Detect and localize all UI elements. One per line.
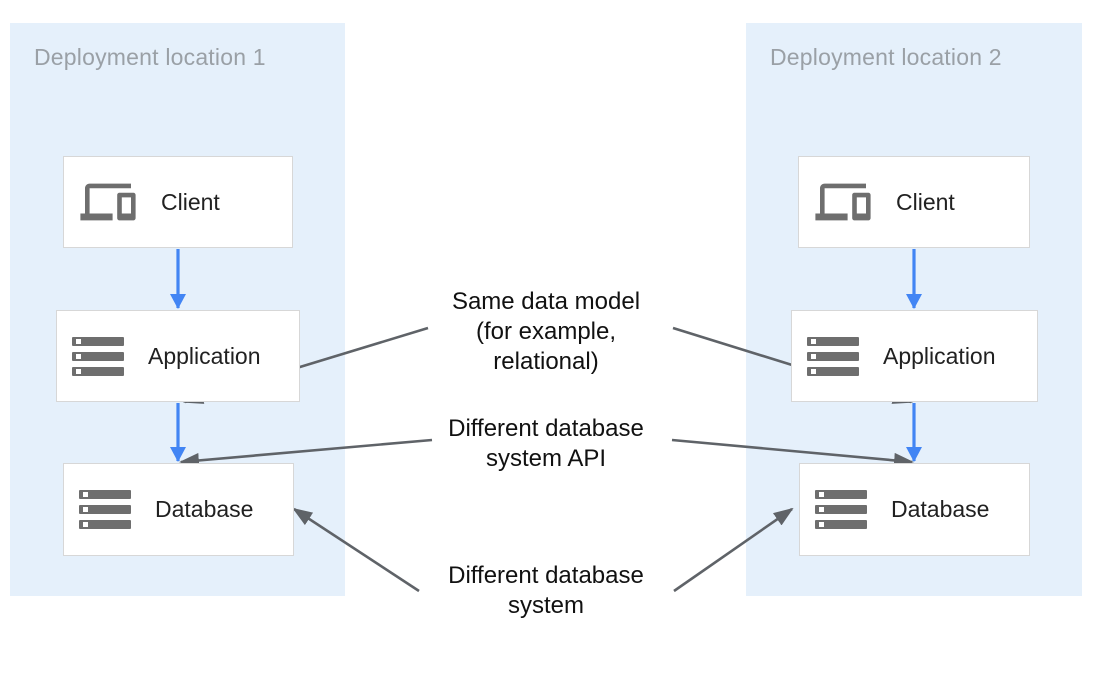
annotation-different-database-system: Different database system	[396, 561, 696, 621]
annotation-line: Different database	[448, 562, 644, 589]
annotation-line: system	[507, 592, 584, 619]
client-node-right: Client	[798, 156, 1030, 248]
panel-title-1: Deployment location 1	[34, 44, 266, 70]
node-label: Database	[155, 496, 254, 522]
database-node-right: Database	[799, 463, 1030, 556]
devices-icon	[814, 179, 872, 225]
node-label: Client	[896, 188, 955, 215]
node-label: Client	[161, 188, 220, 215]
server-stack-icon	[79, 490, 131, 529]
node-label: Application	[148, 342, 261, 369]
node-label: Application	[883, 342, 996, 369]
application-node-right: Application	[791, 310, 1038, 402]
annotation-line: relational)	[493, 348, 599, 375]
annotation-same-data-model: Same data model (for example, relational…	[396, 287, 696, 377]
annotation-different-database-api: Different database system API	[396, 414, 696, 474]
database-node-left: Database	[63, 463, 294, 556]
server-stack-icon	[72, 336, 124, 376]
devices-icon	[79, 179, 137, 225]
panel-title-2: Deployment location 2	[770, 44, 1002, 70]
annotation-line: Different database	[448, 415, 644, 442]
server-stack-icon	[815, 490, 867, 529]
client-node-left: Client	[63, 156, 293, 248]
node-label: Database	[891, 496, 990, 522]
annotation-line: Same data model	[451, 288, 641, 315]
server-stack-icon	[807, 336, 859, 376]
annotation-line: system API	[485, 445, 607, 472]
annotation-line: (for example,	[475, 318, 617, 345]
application-node-left: Application	[56, 310, 300, 402]
